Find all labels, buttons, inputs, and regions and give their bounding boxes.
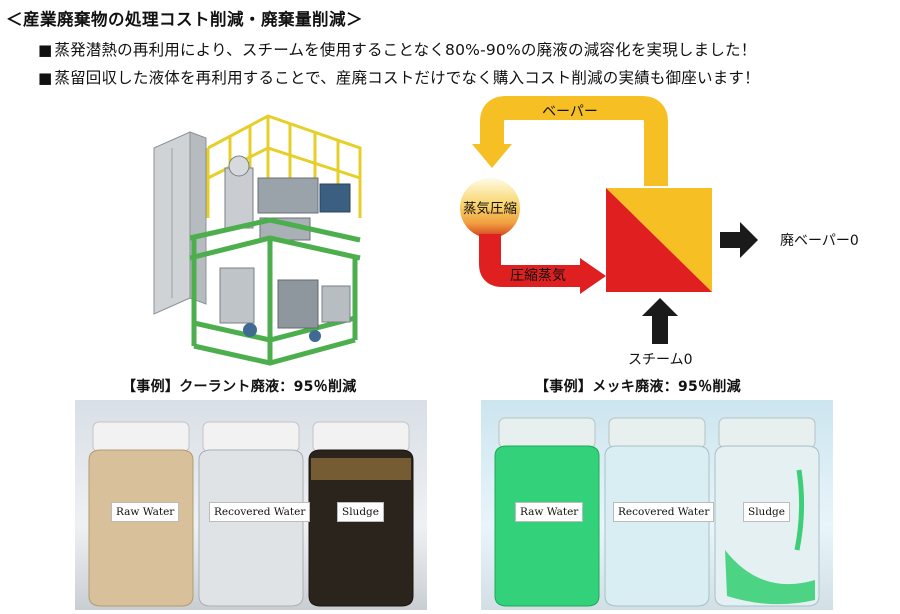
jar-sludge [714,417,820,607]
jar-raw-water [88,421,194,607]
jar-sludge [308,421,414,607]
coolant-jars-photo: Raw Water Recovered Water Sludge [75,400,427,610]
vapor-arrowhead [472,144,512,168]
plating-jars-photo: Raw Water Recovered Water Sludge [481,400,833,610]
jar-recovered-water [604,417,710,607]
bullet-square-icon: ■ [38,41,53,59]
bullet-text: 蒸発潜熱の再利用により、スチームを使用することなく80%-90%の廃液の減容化を… [54,41,757,59]
steam-input-arrowhead [642,298,678,316]
compressed-steam-arrow [479,234,582,287]
vapor-recompression-flow-diagram: ベーパー 蒸気圧縮 圧縮蒸気 廃ベーパー0 スチーム0 [440,96,900,376]
case-caption-plating: 【事例】メッキ廃液：95％削減 [535,379,741,395]
waste-vapor-arrowhead [740,222,758,258]
jar-label: Recovered Water [613,502,715,522]
compressed-steam-arrowhead [580,258,606,294]
page-title: ＜産業廃棄物の処理コスト削減・廃棄量削減＞ [6,10,363,29]
bullet-item-liquid-reuse: ■蒸留回収した液体を再利用することで、産廃コストだけでなく購入コスト削減の実績も… [38,66,760,88]
bullet-item-heat-reuse: ■蒸発潜熱の再利用により、スチームを使用することなく80%-90%の廃液の減容化… [38,38,756,60]
jar-label: Sludge [743,502,790,522]
case-caption-coolant: 【事例】クーラント廃液：95％削減 [122,379,357,395]
compressor-label: 蒸気圧縮 [463,201,517,217]
equipment-illustration [150,108,365,368]
vapor-return-arrow [480,96,668,186]
waste-vapor-label: 廃ベーパー0 [780,232,859,249]
bullet-square-icon: ■ [38,69,53,87]
vapor-label: ベーパー [542,104,598,120]
compressor-icon [460,178,520,238]
bullet-text: 蒸留回収した液体を再利用することで、産廃コストだけでなく購入コスト削減の実績も御… [54,69,760,87]
jar-label: Raw Water [515,502,584,522]
evaporator-steam-half [606,188,712,292]
jar-label: Sludge [337,502,384,522]
steam-label: スチーム0 [628,352,693,368]
compressed-steam-label: 圧縮蒸気 [510,268,566,284]
jar-recovered-water [198,421,304,607]
jar-raw-water [494,417,600,607]
jar-label: Raw Water [111,502,180,522]
jar-label: Recovered Water [209,502,311,522]
